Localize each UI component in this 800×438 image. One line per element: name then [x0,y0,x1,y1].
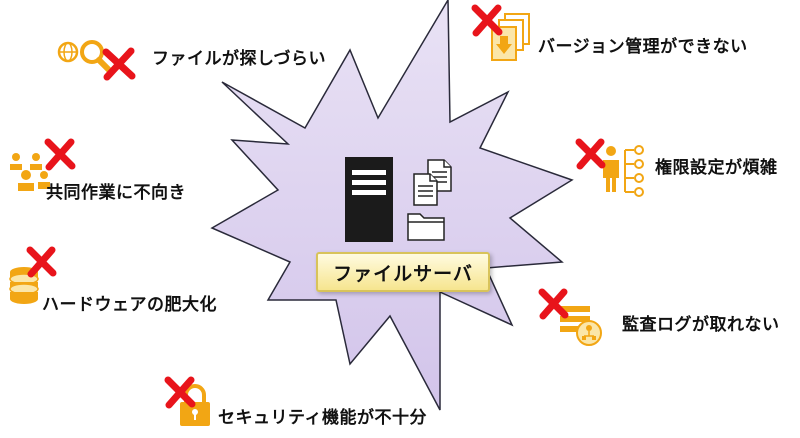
issue-label-search: ファイルが探しづらい [152,49,326,69]
cross-mark-icon [538,288,569,320]
server-tower-icon [345,157,393,242]
people-group-icon [10,153,50,191]
issue-label-audit: 監査ログが取れない [622,315,780,335]
cross-mark-icon [44,138,76,171]
document-stack-icon [491,13,530,61]
cross-mark-icon [26,246,57,278]
folder-icon [407,213,445,241]
issue-label-hardware: ハードウェアの肥大化 [42,295,217,315]
documents-icon [413,159,452,206]
org-permission-icon [603,145,644,197]
issue-label-version: バージョン管理ができない [538,37,748,57]
cross-mark-icon [575,138,606,170]
search-globe-icon [57,40,113,74]
issue-label-collab: 共同作業に不向き [46,183,186,203]
audit-log-icon [560,306,602,346]
issue-label-security: セキュリティ機能が不十分 [218,408,427,428]
cross-mark-icon [471,4,503,37]
center-label-file-server: ファイルサーバ [316,252,490,292]
cross-mark-icon [102,47,136,81]
cross-mark-icon [164,376,196,409]
issue-label-permission: 権限設定が煩雑 [655,158,778,178]
